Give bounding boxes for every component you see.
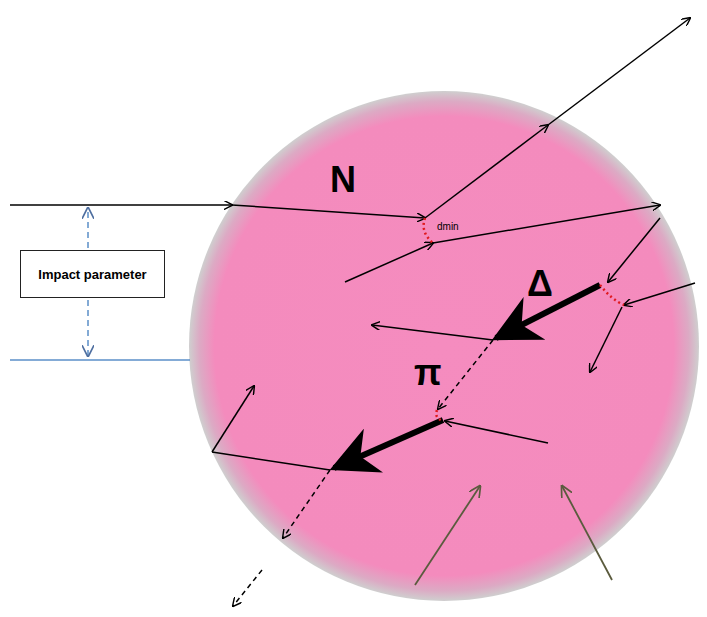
particle-label: Δ [527, 266, 553, 302]
particle-label: N [330, 162, 356, 198]
bracket-label-box: Impact parameter [20, 250, 165, 298]
nucleus [189, 91, 699, 601]
distance-label: dmin [437, 222, 459, 232]
box-text: Impact parameter [38, 266, 146, 283]
particle-label: π [414, 355, 442, 391]
